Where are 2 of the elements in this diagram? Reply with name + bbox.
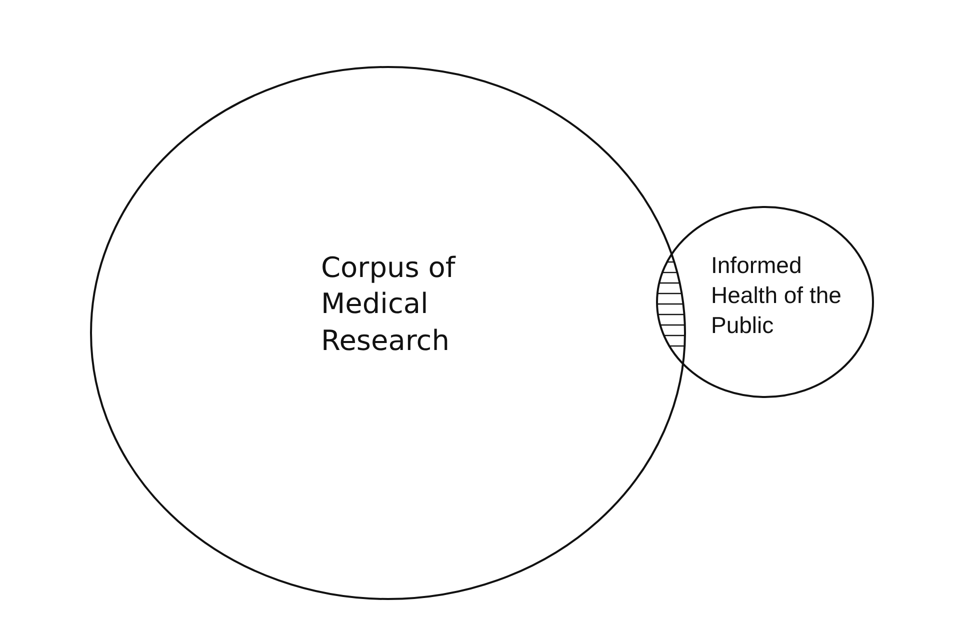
set-label: Informed Health of the Public bbox=[711, 251, 842, 340]
set-label: Corpus of Medical Research bbox=[321, 250, 457, 359]
